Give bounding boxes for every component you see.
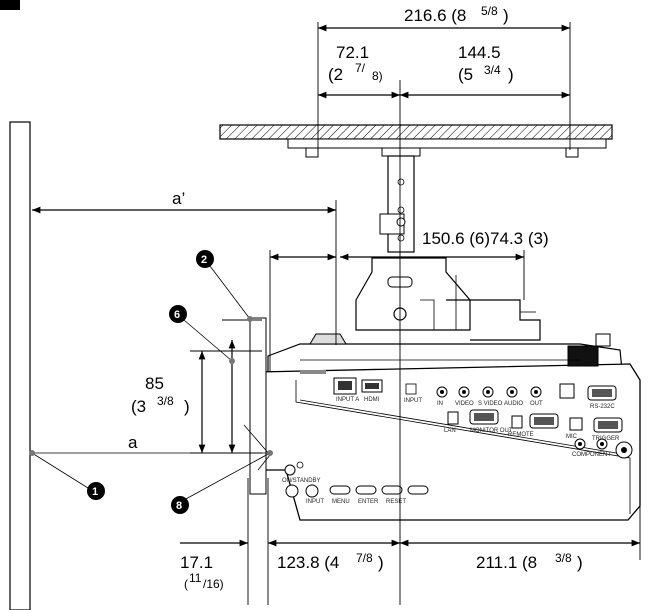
dimension-middle: 150.6 (6)74.3 (3) [269,229,549,372]
dim-a-prime: a’ [172,189,185,208]
panel-label-9: RS-232C [590,404,615,410]
dim-bottom-mid-close: ) [378,553,384,572]
callout-8: 8 [171,450,273,514]
dim-right-mount-inch-open: (5 [458,65,473,84]
callout-2-number: 2 [201,254,207,266]
callout-1: 1 [29,450,105,500]
dim-middle: 150.6 (6)74.3 (3) [422,229,549,248]
dimension-bottom: 17.1 ( 11 /16) 123.8 (4 7/8 ) 211.1 (8 3… [180,478,641,605]
panel-label-5: VIDEO [455,401,474,407]
dim-left-mount-inch-close: 8) [372,69,383,83]
dim-height-inch-close: ) [184,397,190,416]
dim-height-inch-open: (3 [131,397,146,416]
dim-bottom-left-value: 17.1 [180,553,213,572]
panel-label-12: REMOTE [508,432,534,438]
dim-bottom-right-close: ) [577,553,583,572]
dim-right-mount-inch-close: ) [508,65,514,84]
dim-height-inch-frac: 3/8 [157,394,174,408]
panel-label-19: ENTER [358,499,379,505]
dim-left-mount-inch-open: (2 [328,65,343,84]
panel-label-4: IN [437,401,443,407]
dim-bottom-left-inch-frac2: /16) [203,577,224,591]
panel-label-2: HDMI [364,397,380,403]
rca-jack-row-top [436,386,542,398]
callout-6: 6 [169,305,235,364]
corner-mark [0,0,20,10]
panel-label-8: OUT [530,401,543,407]
dim-left-mount-value: 72.1 [336,43,369,62]
dim-bottom-left-inch-frac1: 11 [189,571,202,585]
panel-label-15: COMPONENT [572,452,611,458]
panel-label-11: MONITOR OUT [470,428,513,434]
dim-bottom-mid-main: 123.8 (4 [277,553,339,572]
callout-1-number: 1 [92,486,98,498]
dim-bottom-mid-frac: 7/8 [356,551,373,565]
panel-label-14: TRIGGER [592,436,620,442]
panel-label-3: INPUT [404,398,422,404]
dimension-mount-split: 72.1 (2 7/ 8) 144.5 (5 3/4 ) [318,43,570,605]
wall [9,121,31,610]
front-bracket [243,317,271,495]
panel-label-10: LAN [444,428,456,434]
dimension-a: a [32,433,270,454]
dim-top-total-main: 216.6 (8 [404,6,466,25]
projector-body [257,333,641,521]
dim-bottom-right-main: 211.1 (8 [476,553,537,572]
panel-label-13: MIC [566,434,578,440]
panel-label-18: MENU [332,499,350,505]
dim-height-value: 85 [145,374,164,393]
mounting-pole [355,147,541,341]
panel-label-20: RESET [386,499,406,505]
callout-8-number: 8 [176,500,182,512]
dimension-height: 85 (3 3/8 ) [131,319,262,454]
dim-left-mount-inch-frac: 7/ [355,61,366,75]
dim-a: a [128,433,138,452]
dim-top-total-close: ) [503,6,509,25]
connector-panel: INPUT A HDMI INPUT IN VIDEO S VIDEO AUDI… [282,377,633,505]
dimension-a-prime: a’ [32,189,337,345]
dim-top-total-frac: 5/8 [481,4,498,18]
panel-label-7: AUDIO [504,401,523,407]
dim-bottom-right-frac: 3/8 [555,551,572,565]
callout-6-number: 6 [174,309,180,321]
dim-bottom-left-inch-open: ( [184,577,188,591]
callout-2: 2 [196,250,253,322]
panel-label-6: S VIDEO [478,401,503,407]
panel-label-16: ON/STANDBY [282,478,321,484]
panel-label-17: INPUT [306,499,324,505]
dimension-top-total: 216.6 (8 5/8 ) [317,4,571,150]
panel-label-1: INPUT A [336,397,359,403]
dim-right-mount-inch-frac: 3/4 [484,63,501,77]
dim-right-mount-value: 144.5 [458,43,501,62]
